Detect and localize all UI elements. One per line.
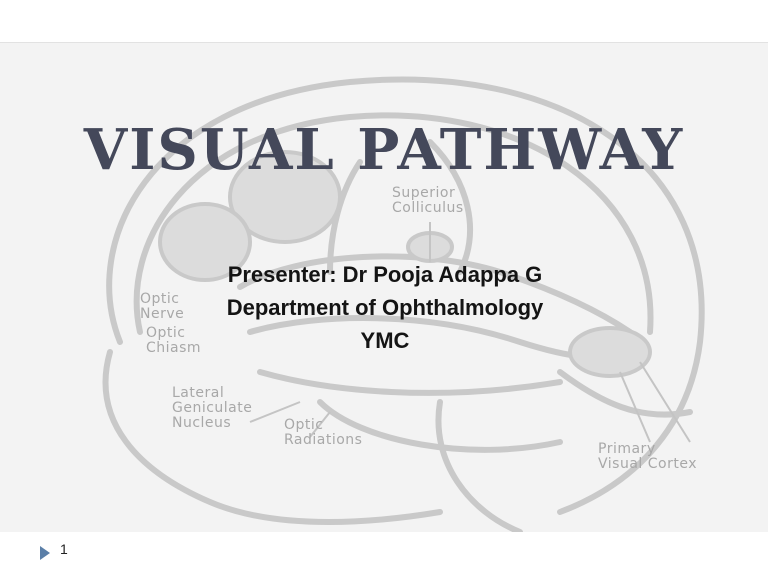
presenter-name: Presenter: Dr Pooja Adappa G — [227, 262, 543, 287]
slide-footer — [0, 532, 768, 576]
label-line: Visual Cortex — [598, 456, 697, 472]
label-line: Superior — [392, 185, 456, 201]
label-line: Lateral — [172, 385, 225, 401]
label-line: Optic — [140, 291, 180, 307]
label-primary-visual-cortex: Primary Visual Cortex — [598, 442, 697, 472]
label-line: Chiasm — [146, 340, 202, 356]
label-lateral-geniculate-nucleus: Lateral Geniculate Nucleus — [172, 386, 252, 431]
label-line: Geniculate — [172, 400, 253, 416]
label-line: Optic — [284, 417, 324, 433]
label-line: Optic — [146, 325, 186, 341]
label-line: Primary — [598, 441, 656, 457]
label-optic-nerve: Optic Nerve — [140, 292, 184, 322]
background-panel — [0, 42, 768, 534]
label-superior-colliculus: Superior Colliculus — [392, 186, 464, 216]
institution: YMC — [360, 328, 410, 353]
triangle-right-icon — [40, 546, 50, 560]
presenter-info: Presenter: Dr Pooja Adappa G Department … — [160, 258, 610, 357]
label-optic-chiasm: Optic Chiasm — [146, 326, 201, 356]
slide-title: VISUAL PATHWAY — [83, 117, 685, 183]
label-line: Colliculus — [392, 200, 464, 216]
label-line: Nerve — [140, 306, 185, 322]
department: Department of Ophthalmology — [226, 295, 544, 320]
brain-diagram — [102, 76, 705, 532]
label-line: Radiations — [284, 432, 363, 448]
slide-number: 1 — [60, 541, 68, 557]
label-line: Nucleus — [172, 415, 232, 431]
label-optic-radiations: Optic Radiations — [284, 418, 362, 448]
